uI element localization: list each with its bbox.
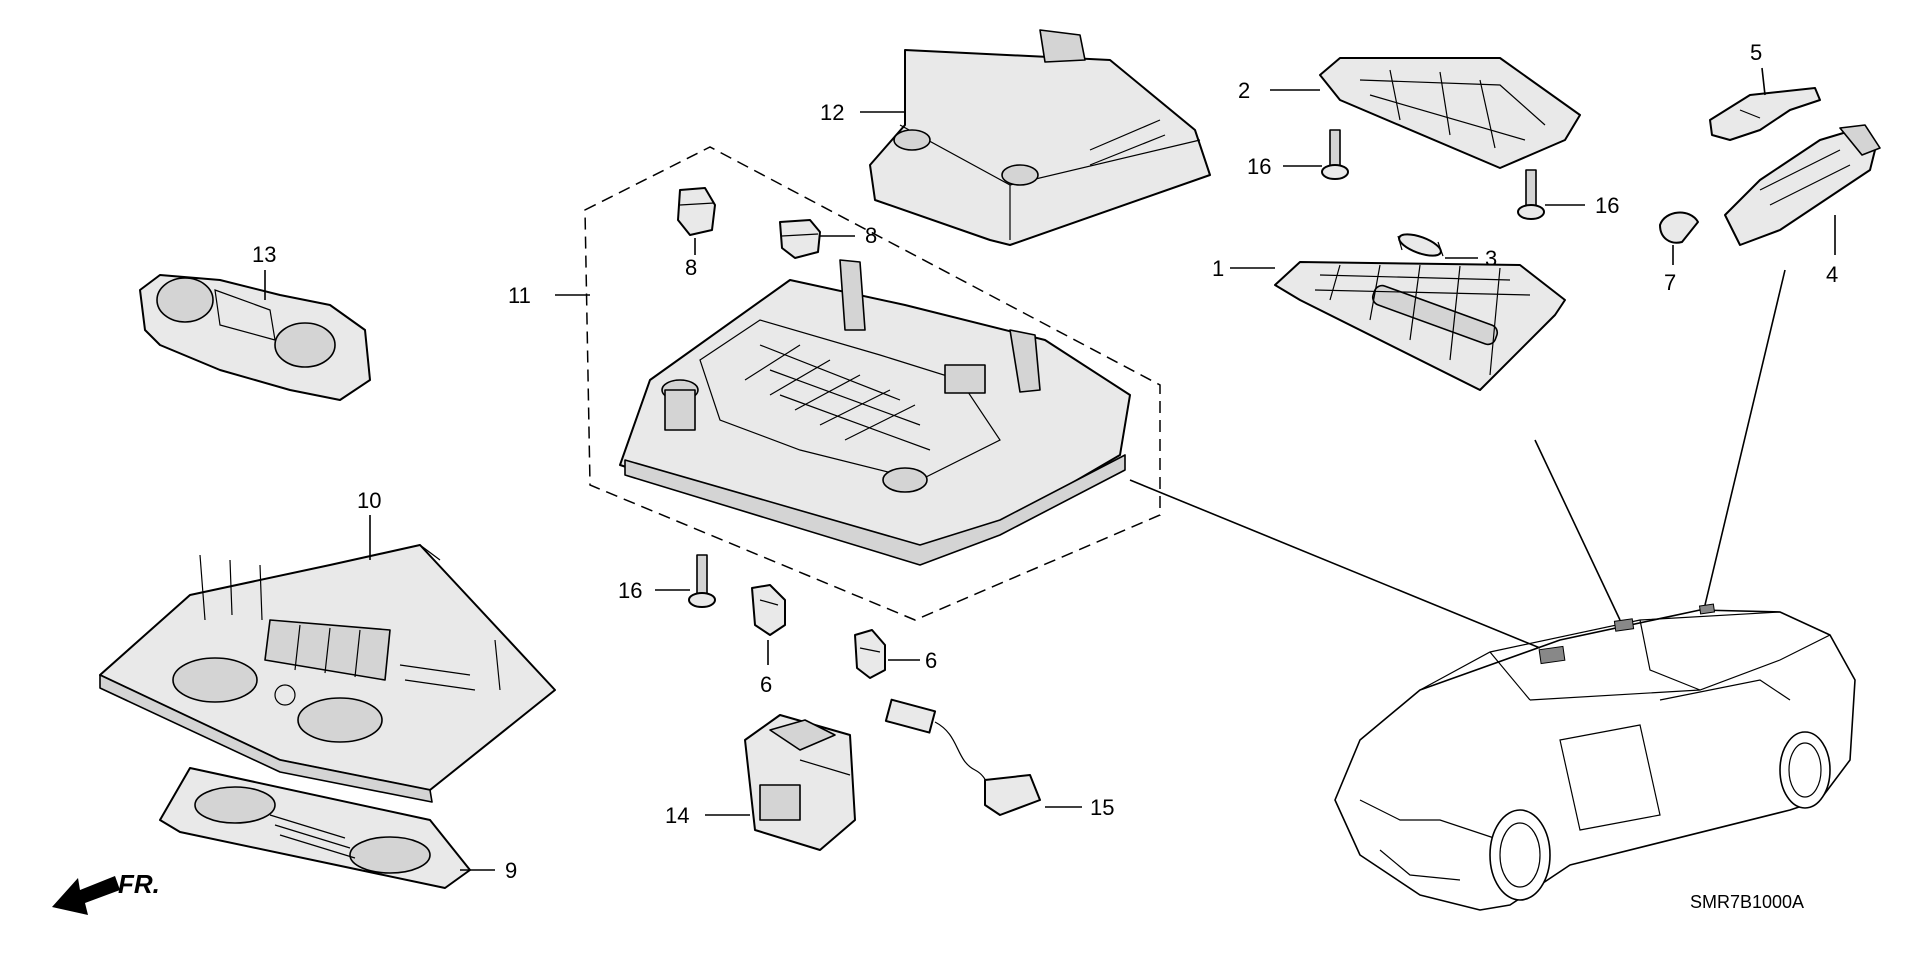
callout-15: 15 [1090, 795, 1114, 820]
part-16-screw-upper-left [1321, 129, 1349, 180]
part-12-bracket [869, 29, 1211, 246]
callout-10: 10 [357, 488, 381, 513]
part-8-clip-left [677, 187, 716, 236]
callout-4: 4 [1826, 262, 1838, 287]
callout-12: 12 [820, 100, 844, 125]
callout-9: 9 [505, 858, 517, 883]
callout-6-right: 6 [925, 648, 937, 673]
callout-5: 5 [1750, 40, 1762, 65]
drawing-code: SMR7B1000A [1690, 892, 1804, 912]
front-direction-arrow: FR. [52, 869, 160, 915]
part-3-bulb [1397, 233, 1444, 257]
part-6-clip-right [854, 629, 886, 679]
part-10-console-cover [99, 544, 556, 803]
front-marker-label: FR. [118, 869, 160, 899]
callout-11: 11 [508, 283, 531, 308]
part-5-cover [1709, 87, 1821, 141]
callout-2: 2 [1238, 78, 1250, 103]
callout-7: 7 [1664, 270, 1676, 295]
leader-lamp-to-car [1534, 439, 1621, 621]
part-13-lamp-unit [139, 274, 371, 401]
part-14-switch [744, 714, 856, 851]
callout-14: 14 [665, 803, 689, 828]
callout-16-upper-right: 16 [1595, 193, 1619, 218]
leader-5 [1761, 67, 1766, 96]
part-16-screw-lower [688, 554, 716, 608]
part-8-clip-right [779, 219, 821, 259]
part-2-lamp-housing [1319, 57, 1581, 169]
callout-8-left: 8 [685, 255, 697, 280]
callout-1: 1 [1212, 256, 1224, 281]
leader-console-to-car [1129, 479, 1541, 649]
part-11-group-outline [584, 146, 1161, 621]
callout-6-left: 6 [760, 672, 772, 697]
car-illustration [1334, 603, 1856, 911]
part-7-bulb [1659, 211, 1699, 244]
part-16-screw-upper-right [1517, 169, 1545, 220]
callout-13: 13 [252, 242, 276, 267]
part-6-clip-left [751, 584, 786, 636]
callout-16-lower: 16 [618, 578, 642, 603]
part-15-harness [884, 698, 1041, 816]
leader-map-lamp-to-car [1704, 269, 1786, 606]
part-11-roof-console-base [619, 259, 1131, 566]
part-4-map-lamp [1724, 124, 1881, 246]
callout-8-right: 8 [865, 223, 877, 248]
part-1-lens [1274, 261, 1566, 391]
callout-16-upper-left: 16 [1247, 154, 1271, 179]
